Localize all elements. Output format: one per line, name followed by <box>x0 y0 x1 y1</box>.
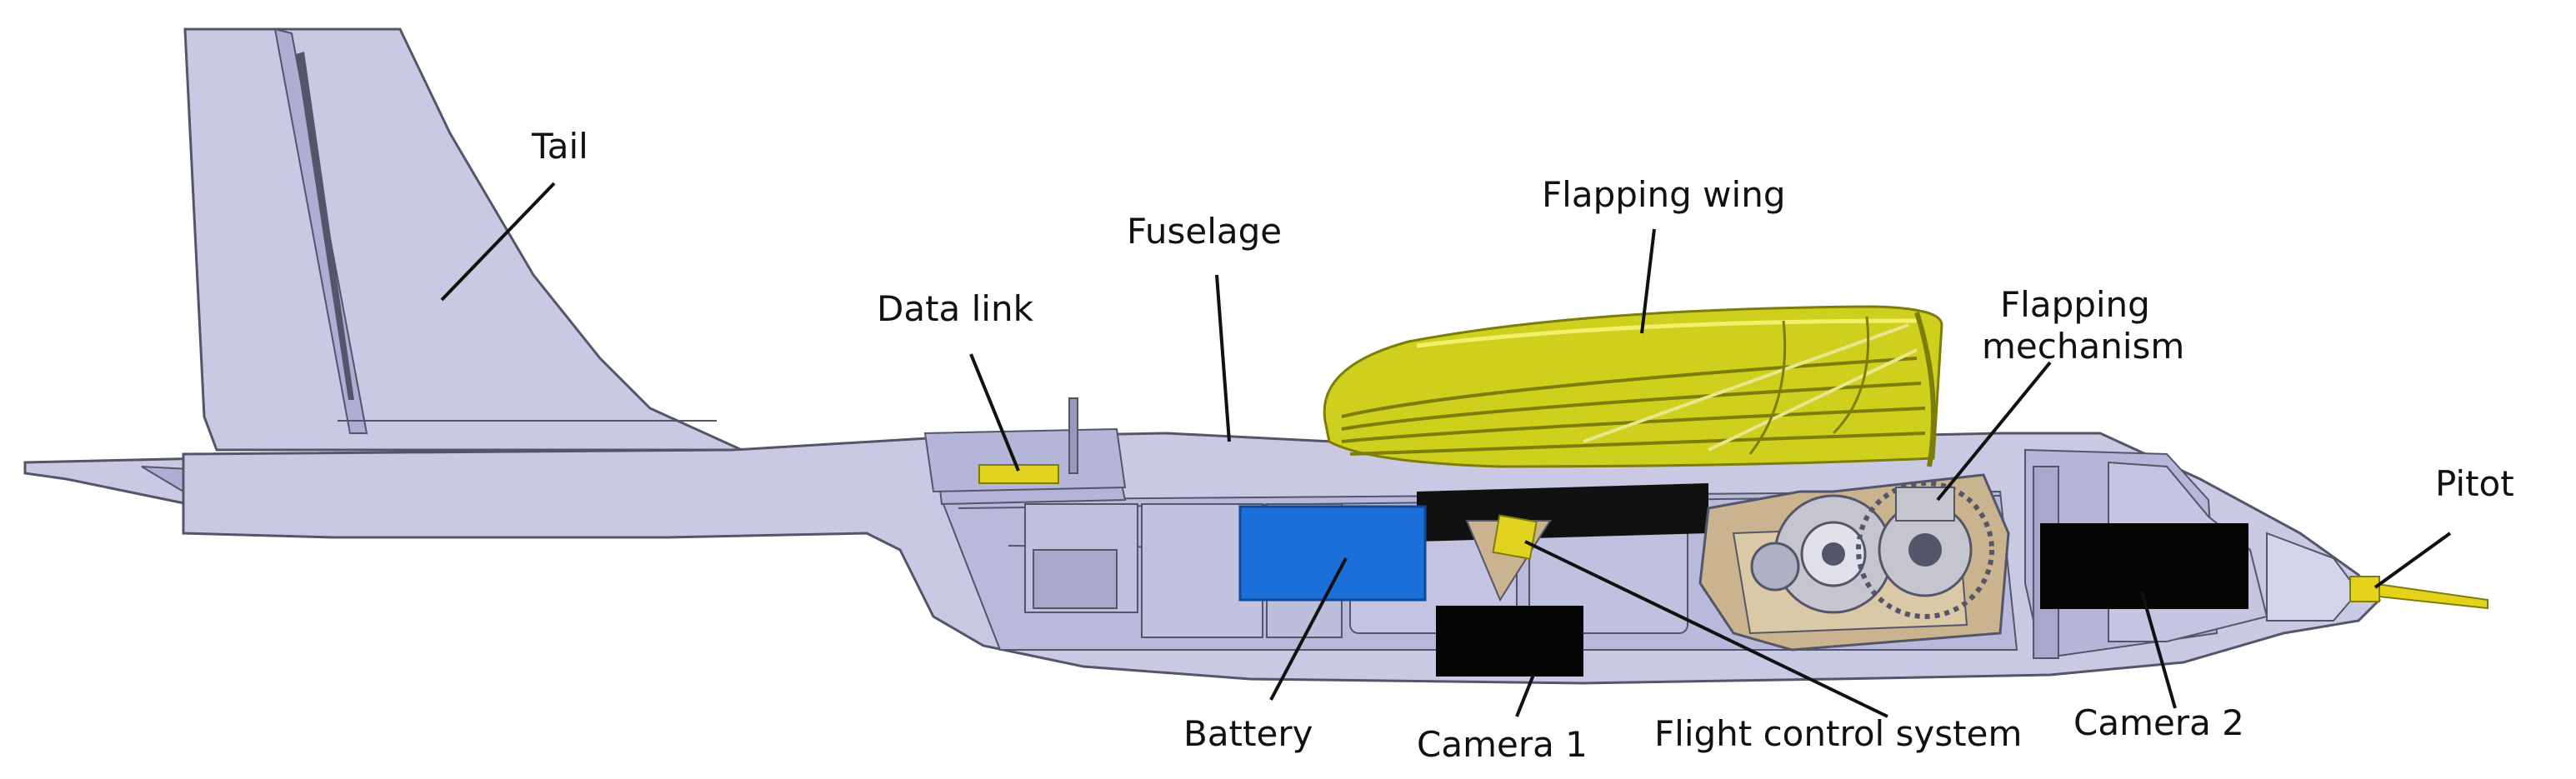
flight-controller-board <box>1492 514 1538 560</box>
flapping-wing <box>1323 305 1943 468</box>
motor <box>1750 542 1800 592</box>
data-link-module <box>978 464 1059 484</box>
label-tail: Tail <box>531 126 588 167</box>
label-flapping-wing: Flapping wing <box>1542 174 1785 215</box>
label-fuselage: Fuselage <box>1127 211 1282 252</box>
tail-fin <box>183 27 743 452</box>
label-camera-1: Camera 1 <box>1417 724 1588 765</box>
label-pitot: Pitot <box>2435 463 2514 504</box>
label-flight-control-system: Flight control system <box>1654 713 2022 754</box>
flapping-mechanism <box>1698 473 2010 652</box>
camera-1-unit <box>1436 606 1583 677</box>
pitot-tube <box>2349 576 2488 610</box>
label-data-link: Data link <box>877 288 1034 329</box>
control-plate <box>1417 483 1708 542</box>
large-gear <box>1856 481 1994 619</box>
label-flapping-mechanism-1: Flapping <box>2000 284 2150 325</box>
label-flapping-mechanism-2: mechanism <box>1982 326 2184 367</box>
data-link-antenna <box>1068 397 1078 474</box>
data-link-bay <box>923 397 1127 493</box>
flight-control-bay <box>1417 483 1708 602</box>
label-camera-2: Camera 2 <box>2073 702 2244 743</box>
label-battery: Battery <box>1183 713 1313 754</box>
leader-lines <box>440 182 2452 718</box>
